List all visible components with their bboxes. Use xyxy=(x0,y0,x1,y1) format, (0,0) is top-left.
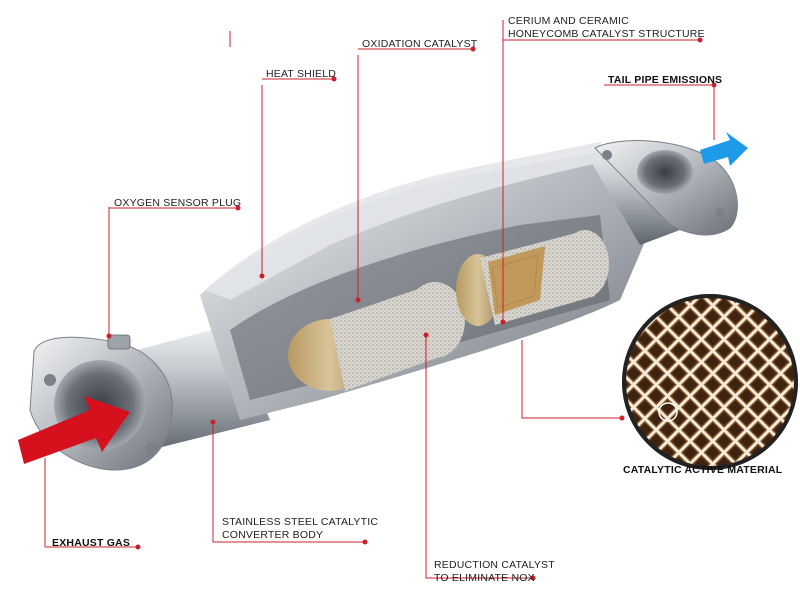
converter-cutaway xyxy=(230,215,610,400)
label-catalytic-active-material: CATALYTIC ACTIVE MATERIAL xyxy=(623,464,783,476)
outlet-arrow-icon xyxy=(700,132,748,166)
label-oxidation-catalyst: OXIDATION CATALYST xyxy=(362,38,478,50)
label-heat-shield: HEAT SHIELD xyxy=(266,68,337,80)
label-oxygen-sensor-plug: OXYGEN SENSOR PLUG xyxy=(114,197,242,209)
label-cerium-line1: CERIUM AND CERAMIC xyxy=(508,15,629,27)
label-reduction-line1: REDUCTION CATALYST xyxy=(434,559,555,571)
label-underlines xyxy=(45,39,714,548)
outlet-flange xyxy=(594,140,738,236)
label-body-line2: CONVERTER BODY xyxy=(222,529,324,541)
label-tail-pipe-emissions: TAIL PIPE EMISSIONS xyxy=(608,74,723,86)
label-cerium-line2: HONEYCOMB CATALYST STRUCTURE xyxy=(508,28,705,40)
leader-dots xyxy=(106,37,717,581)
honeycomb-magnifier xyxy=(622,294,798,470)
oxygen-sensor-plug xyxy=(107,334,131,350)
inlet-arrow-icon xyxy=(18,396,130,464)
label-exhaust-gas: EXHAUST GAS xyxy=(52,537,131,549)
label-body-line1: STAINLESS STEEL CATALYTIC xyxy=(222,516,379,528)
label-reduction-line2: TO ELIMINATE NOX xyxy=(434,572,535,584)
